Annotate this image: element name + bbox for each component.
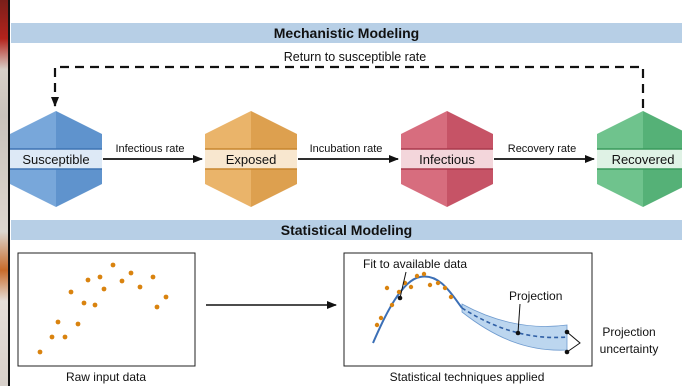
raw-data-points (37, 262, 169, 355)
compartment-exposed: Exposed (205, 111, 297, 207)
fit-data-points (374, 271, 454, 328)
projection-label: Projection (509, 289, 562, 303)
label-band (205, 149, 297, 169)
label-band (597, 149, 682, 169)
compartment-label-infectious: Infectious (419, 152, 475, 167)
fit-data-point (384, 285, 390, 291)
raw-data-panel (17, 252, 196, 367)
raw-data-point (37, 349, 43, 355)
raw-data-point (119, 278, 125, 284)
raw-data-point (150, 274, 156, 280)
fit-data-point (378, 315, 384, 321)
raw-data-point (137, 284, 143, 290)
compartment-label-recovered: Recovered (612, 152, 675, 167)
fit-data-point (389, 302, 395, 308)
return-loop-arrow (51, 65, 645, 108)
fit-data-point (442, 285, 448, 291)
fit-data-point (421, 271, 427, 277)
infectious-rate-label: Infectious rate (115, 143, 184, 155)
label-band (10, 149, 102, 169)
raw-data-point (62, 334, 68, 340)
fit-curve (372, 275, 463, 344)
uncertainty-bracket (566, 331, 581, 353)
compartment-label-exposed: Exposed (226, 152, 277, 167)
raw-data-point (85, 277, 91, 283)
raw-data-point (154, 304, 160, 310)
label-band (401, 149, 493, 169)
statistical-banner: Statistical Modeling (11, 220, 682, 240)
raw-data-point (163, 294, 169, 300)
raw-data-point (101, 286, 107, 292)
raw-caption: Raw input data (66, 370, 146, 384)
projection-pointer-dot (515, 330, 521, 336)
return-label: Return to susceptible rate (284, 50, 426, 64)
raw-data-point (49, 334, 55, 340)
mechanistic-title: Mechanistic Modeling (273, 25, 420, 41)
fit-data-point (414, 273, 420, 279)
raw-data-point (81, 300, 87, 306)
fit-data-point (435, 280, 441, 286)
raw-data-point (68, 289, 74, 295)
compartment-susceptible: Susceptible (10, 111, 102, 207)
fit-data-point (374, 322, 380, 328)
fit-label: Fit to available data (363, 257, 467, 271)
fit-data-point (408, 284, 414, 290)
uncertainty-bottom-dot (564, 349, 570, 355)
raw-data-point (55, 319, 61, 325)
raw-data-point (97, 274, 103, 280)
left-photo-strip (0, 0, 8, 386)
fit-data-point (448, 294, 454, 300)
fit-pointer (399, 271, 407, 299)
compartment-recovered: Recovered (597, 111, 682, 207)
compartments: Susceptible Exposed Infectious Recovered (10, 111, 682, 207)
raw-data-point (92, 302, 98, 308)
uncertainty-top-dot (564, 329, 570, 335)
compartment-label-susceptible: Susceptible (22, 152, 89, 167)
fit-data-point (396, 289, 402, 295)
fit-data-point (427, 282, 433, 288)
recovery-rate-label: Recovery rate (508, 143, 576, 155)
raw-data-point (75, 321, 81, 327)
left-border-line (8, 0, 10, 386)
compartment-infectious: Infectious (401, 111, 493, 207)
fit-pointer-dot (397, 295, 403, 301)
mechanistic-banner: Mechanistic Modeling (11, 23, 682, 43)
raw-data-point (110, 262, 116, 268)
statistical-title: Statistical Modeling (280, 222, 413, 238)
incubation-rate-label: Incubation rate (310, 143, 383, 155)
projection-line (461, 307, 568, 339)
raw-data-point (128, 270, 134, 276)
applied-caption: Statistical techniques applied (390, 370, 545, 384)
uncertainty-label-line1: Projection (602, 325, 655, 339)
projection-pointer (517, 303, 521, 334)
uncertainty-label-line2: uncertainty (600, 342, 659, 356)
